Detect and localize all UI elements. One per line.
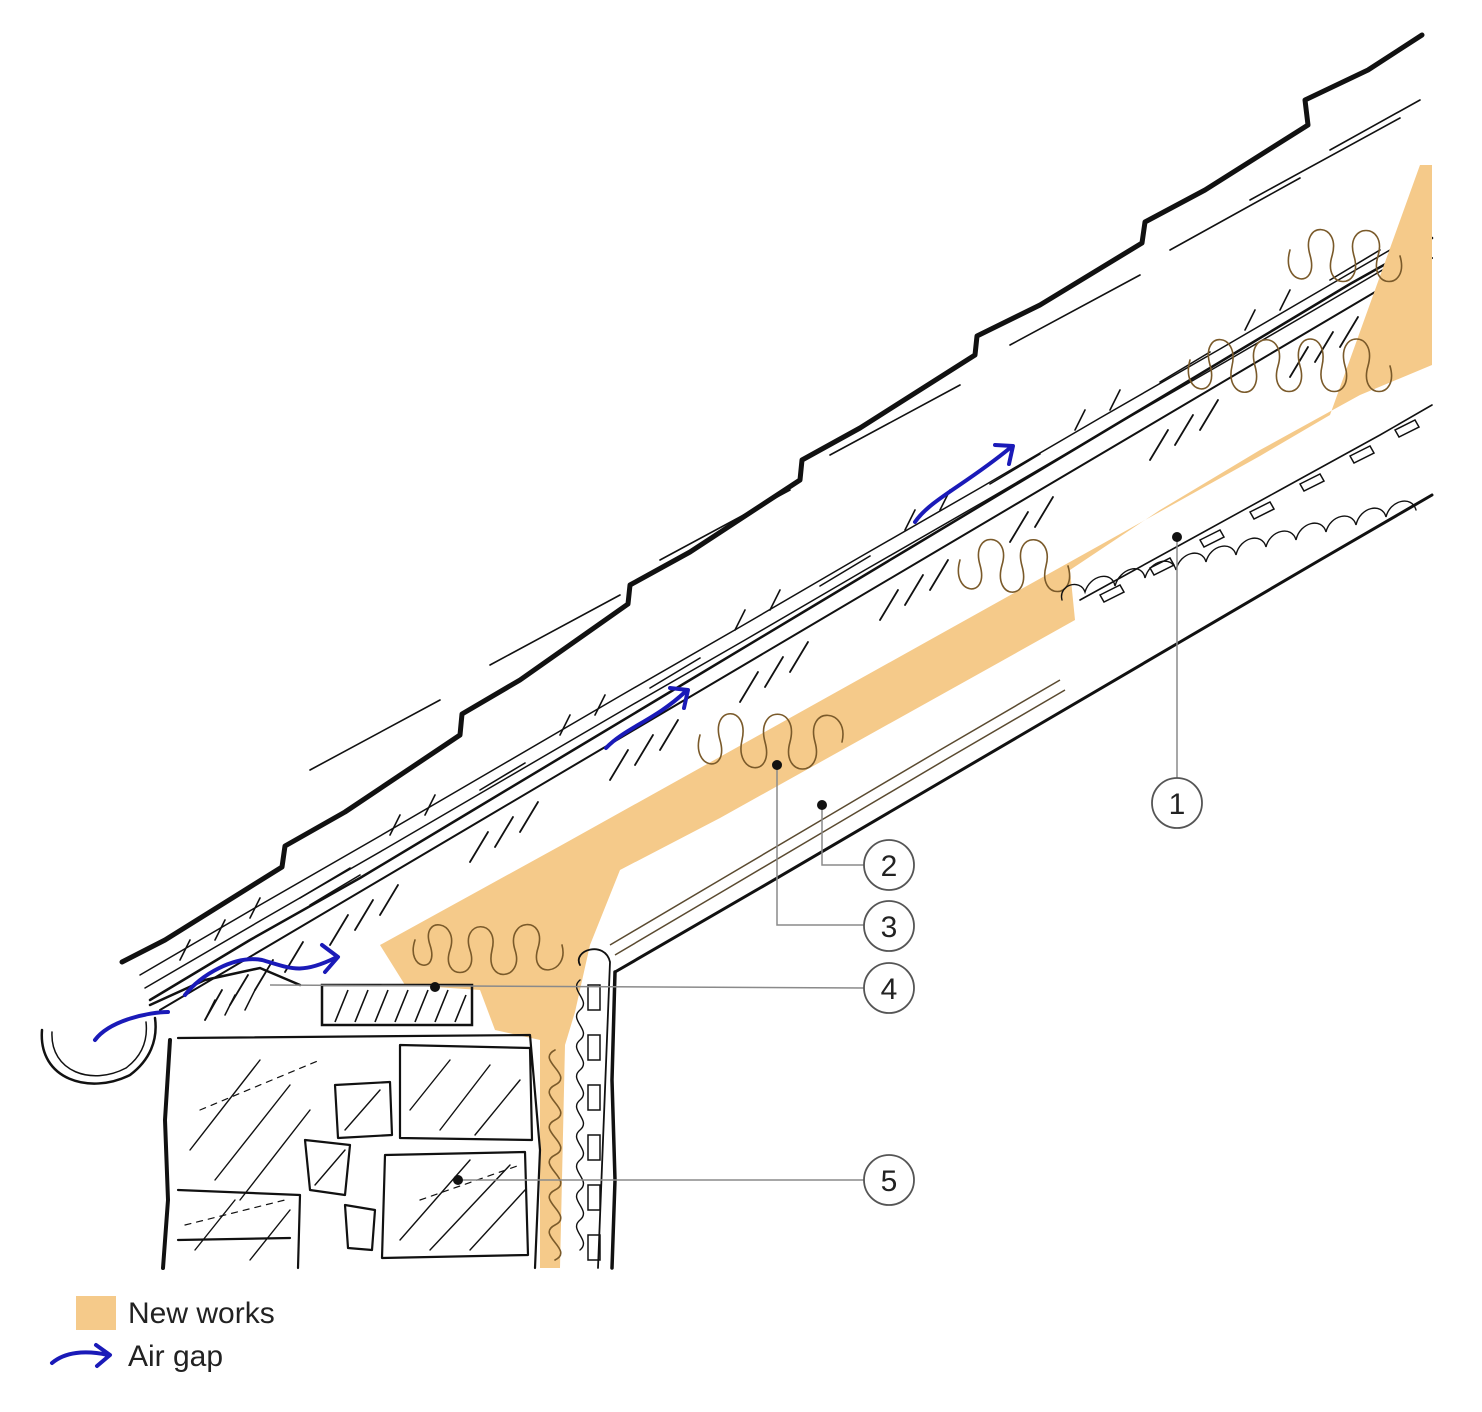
soffit-board — [148, 966, 302, 1007]
roof-covering — [119, 32, 1434, 1002]
air-gap-arrow-mid-head — [993, 443, 1015, 466]
rafter-top-edge — [159, 257, 1433, 1011]
callout-circle — [1151, 777, 1203, 829]
wall-plate-hatch — [334, 989, 467, 1023]
soffit-hatch — [204, 989, 256, 1021]
callout-dot-3 — [772, 760, 782, 770]
ceiling-scallops — [1060, 500, 1417, 601]
callout-5: 5 — [863, 1154, 915, 1206]
air-gap-arrow-eaves-head — [320, 943, 340, 974]
air-gap-arrow-low — [604, 690, 687, 750]
insulation-fibre — [412, 228, 1403, 1261]
lining-scallops — [575, 979, 585, 1251]
wall-stone-hatch — [189, 1059, 526, 1261]
callout-2: 2 — [863, 839, 915, 891]
internal-lining — [575, 500, 1417, 1270]
air-gap-arrows — [93, 443, 1015, 1042]
air-gap-arrow-mid — [913, 446, 1012, 524]
callout-circle — [863, 962, 915, 1014]
callout-dot-2 — [817, 800, 827, 810]
lining-battens — [587, 984, 601, 1261]
ceiling-upper-edge — [1079, 404, 1433, 601]
leader-2 — [821, 805, 864, 866]
legend-item-new-works: New works — [76, 1296, 275, 1330]
legend-label-new-works: New works — [128, 1297, 275, 1330]
gutter-inner — [51, 1021, 148, 1077]
tile-band-line-a — [139, 227, 1429, 976]
insulation-board-line — [609, 679, 1066, 956]
swatch-icon — [76, 1296, 116, 1330]
callout-label: 4 — [881, 973, 898, 1006]
callout-label: 5 — [881, 1165, 898, 1198]
callout-3: 3 — [863, 900, 915, 952]
callout-dot-1 — [1172, 532, 1182, 542]
callout-leaders — [269, 537, 1178, 1181]
leader-4 — [269, 984, 865, 989]
wall-stones — [176, 1033, 542, 1270]
arrow-icon — [50, 1343, 112, 1368]
callout-4: 4 — [863, 962, 915, 1014]
ceiling-lining — [613, 404, 1434, 974]
legend-label-air-gap: Air gap — [128, 1340, 223, 1373]
callout-dot-5 — [453, 1175, 463, 1185]
callout-label: 1 — [1169, 788, 1186, 821]
gutter — [40, 1016, 157, 1085]
ceiling-lower-edge — [613, 493, 1434, 974]
legend-item-air-gap: Air gap — [50, 1340, 223, 1373]
leader-3 — [776, 765, 864, 926]
callout-circle — [863, 1154, 915, 1206]
tile-band-line-b — [144, 241, 1431, 989]
masonry-wall — [161, 1033, 542, 1270]
tile-outline — [119, 32, 1425, 965]
lining-inner-edge — [610, 970, 617, 1270]
rafter-zone — [159, 257, 1433, 1021]
callout-1: 1 — [1151, 777, 1203, 829]
legend: New works Air gap — [50, 1296, 275, 1373]
tile-band-lower-edge — [148, 236, 1434, 1002]
air-gap-arrow-eaves — [93, 956, 337, 1042]
ceiling-battens — [1098, 419, 1421, 603]
callout-label: 3 — [881, 911, 898, 944]
callout-dots — [430, 532, 1182, 1185]
lining-outer-edge — [577, 948, 611, 1269]
rafter-hatch — [204, 287, 1409, 1021]
callout-circle — [863, 839, 915, 891]
callout-dot-4 — [430, 982, 440, 992]
callout-circle — [863, 900, 915, 952]
wall-plate — [320, 983, 474, 1027]
callout-label: 2 — [881, 850, 898, 883]
wall-stone-dashes — [184, 1059, 521, 1226]
eaves-detail — [40, 966, 302, 1085]
tile-hatch — [179, 99, 1421, 961]
new-works-insulation — [380, 165, 1432, 1268]
air-gap-arrow-low-head — [668, 686, 690, 710]
wall-outer-edge — [161, 1038, 172, 1270]
